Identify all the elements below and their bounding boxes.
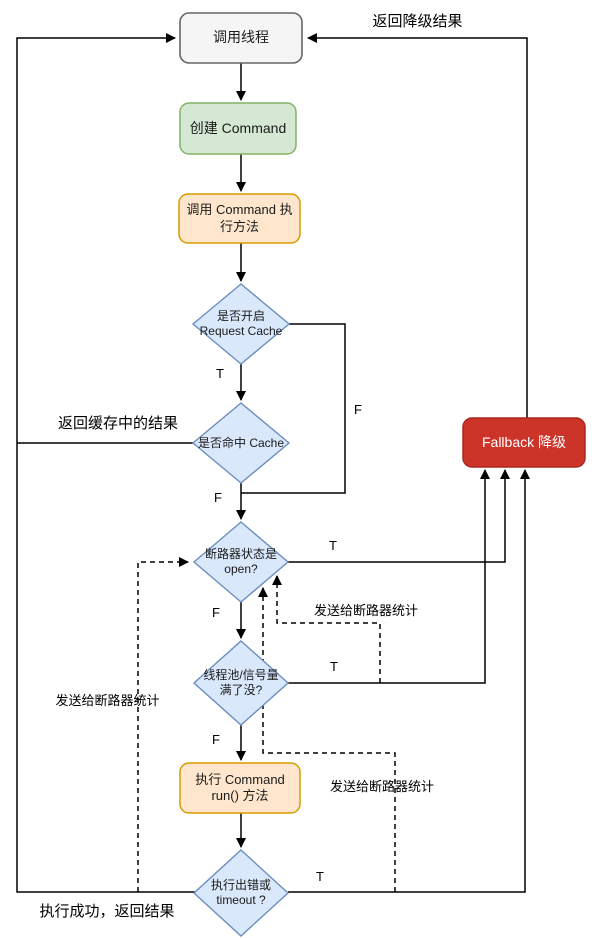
node-create-command-shape bbox=[179, 102, 297, 155]
node-run-command-label: 执行 Command run() 方法 bbox=[195, 771, 285, 803]
node-error-or-timeout-shape bbox=[192, 849, 290, 937]
node-fallback-shape bbox=[462, 417, 586, 468]
branch-label-d2-false: F bbox=[214, 489, 222, 505]
node-invoke-command-shape bbox=[178, 193, 301, 244]
node-pool-full-label: 线程池/信号量 满了没? bbox=[203, 668, 279, 697]
edge-stats-from-success bbox=[137, 557, 189, 892]
branch-label-d1-true: T bbox=[216, 365, 224, 381]
edge-fallback-return-to-caller bbox=[307, 33, 528, 418]
edge-d3-true-to-fallback bbox=[288, 469, 510, 563]
node-cache-hit-shape bbox=[191, 402, 291, 484]
branch-label-d3-false: F bbox=[212, 604, 220, 620]
branch-label-d5-true: T bbox=[316, 868, 324, 884]
edge-d1-false-bypass bbox=[241, 323, 346, 494]
edge-d5-true-to-fallback bbox=[288, 469, 530, 893]
branch-label-d4-false: F bbox=[212, 731, 220, 747]
edge-label-return-fallback-result: 返回降级结果 bbox=[372, 12, 463, 30]
edge-label-return-cached-result: 返回缓存中的结果 bbox=[57, 414, 178, 432]
node-request-cache-enabled-label: 是否开启 Request Cache bbox=[199, 309, 283, 338]
edge-label-send-stats-right: 发送给断路器统计 bbox=[329, 778, 434, 794]
branch-label-d3-true: T bbox=[329, 537, 337, 553]
edge-success-return-to-caller bbox=[16, 33, 195, 893]
node-caller-thread-label: 调用线程 bbox=[213, 29, 269, 46]
node-pool-full-shape bbox=[192, 640, 290, 726]
node-create-command-label: 创建 Command bbox=[189, 119, 287, 136]
node-request-cache-enabled-shape bbox=[191, 283, 291, 365]
node-circuit-open-label: 断路器状态是 open? bbox=[204, 547, 277, 576]
edge-label-send-stats-middle: 发送给断路器统计 bbox=[313, 602, 418, 618]
node-circuit-open-shape bbox=[192, 521, 290, 603]
node-fallback-label: Fallback 降级 bbox=[481, 433, 567, 450]
node-run-command-shape bbox=[179, 762, 301, 814]
branch-label-d1-false: F bbox=[354, 401, 362, 417]
node-error-or-timeout-label: 执行出错或 timeout ? bbox=[210, 878, 271, 907]
node-invoke-command-label: 调用 Command 执行方法 bbox=[186, 202, 293, 234]
branch-label-d4-true: T bbox=[330, 658, 338, 674]
edge-d4-true-to-fallback bbox=[288, 469, 490, 684]
node-caller-thread-shape bbox=[179, 12, 303, 64]
edge-label-success-return-result: 执行成功，返回结果 bbox=[39, 902, 175, 920]
edge-stats-from-error bbox=[258, 587, 396, 892]
edge-label-send-stats-left: 发送给断路器统计 bbox=[55, 692, 160, 708]
edge-stats-from-pool-full bbox=[272, 575, 381, 683]
node-cache-hit-label: 是否命中 Cache bbox=[197, 435, 285, 450]
